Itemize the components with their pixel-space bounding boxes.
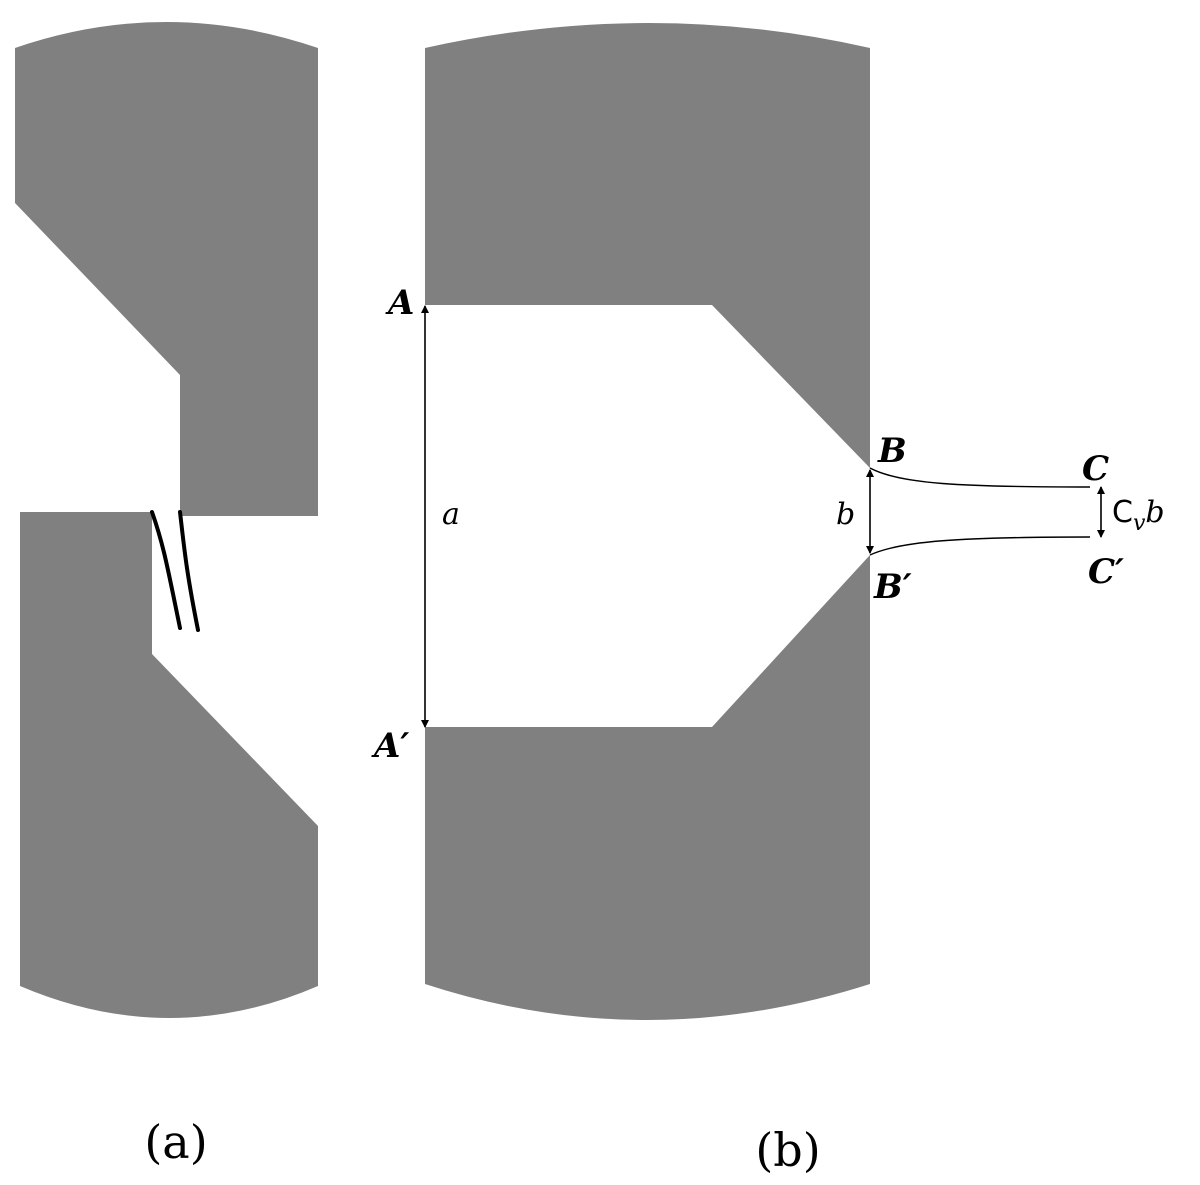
- label-dimension-b: b: [836, 497, 855, 532]
- label-point-c: C: [1082, 449, 1109, 489]
- jet-lower-boundary: [869, 536, 1091, 556]
- panel-a-lower-block: [20, 512, 318, 1018]
- label-point-c-prime: C′: [1088, 552, 1124, 592]
- panel-b-caption: (b): [755, 1123, 820, 1177]
- label-point-b-prime: B′: [873, 567, 912, 607]
- label-dimension-cvb: Cvb: [1112, 495, 1165, 536]
- panel-a-upper-block: [15, 22, 318, 516]
- panel-b: A A′ B B′ C C′ a b Cvb (b): [371, 23, 1165, 1177]
- panel-b-upper-block: [425, 23, 870, 468]
- panel-a: (a): [15, 22, 318, 1169]
- panel-a-crack-line-right: [178, 510, 200, 632]
- label-point-a-prime: A′: [371, 726, 409, 766]
- label-cv-letter: C: [1112, 495, 1133, 530]
- label-cv-b: b: [1145, 495, 1164, 530]
- label-dimension-a: a: [442, 497, 460, 532]
- label-point-a: A: [385, 283, 414, 323]
- panel-a-caption: (a): [144, 1115, 207, 1169]
- panel-b-lower-block: [425, 555, 870, 1020]
- label-cv-subscript: v: [1133, 511, 1146, 536]
- label-point-b: B: [877, 431, 907, 471]
- jet-upper-boundary: [869, 467, 1091, 488]
- panel-a-crack-line-left: [150, 510, 182, 630]
